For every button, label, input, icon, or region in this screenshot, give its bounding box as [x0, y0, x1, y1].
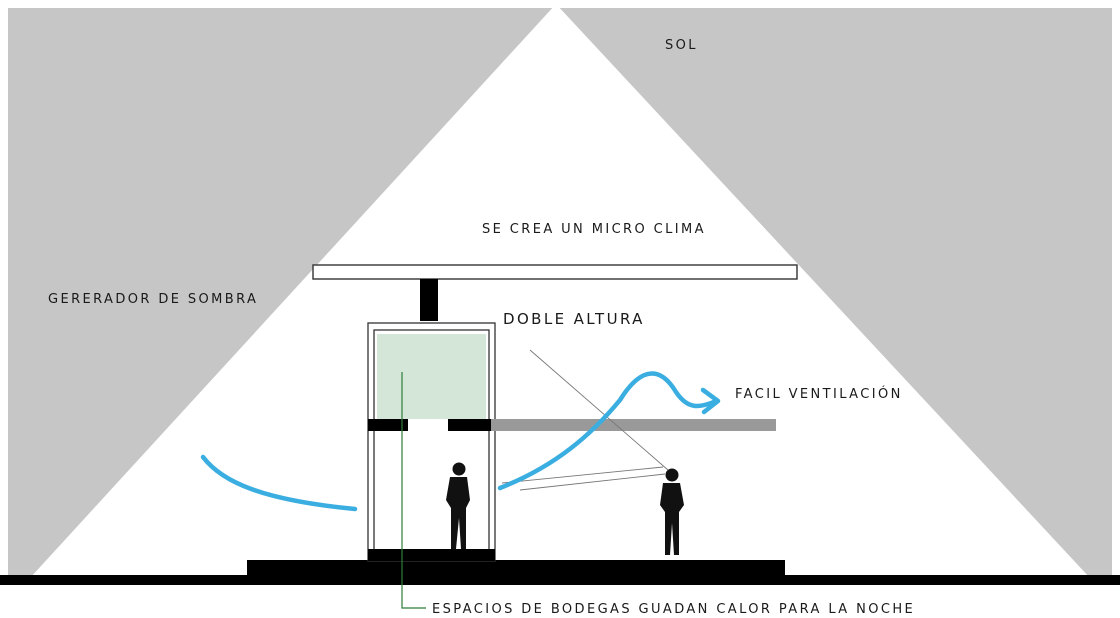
person-silhouette-outside — [660, 468, 684, 555]
balcony-extension — [491, 419, 776, 431]
storage-leader-line — [401, 372, 426, 609]
sight-lines — [501, 349, 669, 491]
air-flow-right-arrow — [497, 371, 719, 491]
storage-label: ESPACIOS DE BODEGAS GUADAN CALOR PARA LA… — [432, 602, 915, 617]
microclimate-label: SE CREA UN MICRO CLIMA — [482, 222, 706, 237]
shade-slab — [312, 264, 798, 280]
ventilation-label: FACIL VENTILACIÓN — [735, 386, 903, 402]
shade-column — [420, 279, 438, 321]
air-flow-arrowhead — [700, 387, 721, 415]
building-floor — [368, 549, 495, 561]
sun-light-cone — [30, 4, 1090, 578]
sun-label: SOL — [665, 38, 698, 53]
mezzanine-slab-right — [448, 419, 493, 431]
person-silhouette-inside — [446, 462, 470, 549]
storage-space — [377, 334, 486, 419]
double-height-label: DOBLE ALTURA — [503, 310, 645, 328]
foundation-platform — [247, 560, 785, 576]
ground-line — [0, 575, 1120, 585]
air-flow-left-arrow — [200, 454, 358, 512]
mezzanine-slab-left — [368, 419, 408, 431]
shade-generator-label: GERERADOR DE SOMBRA — [48, 292, 258, 307]
